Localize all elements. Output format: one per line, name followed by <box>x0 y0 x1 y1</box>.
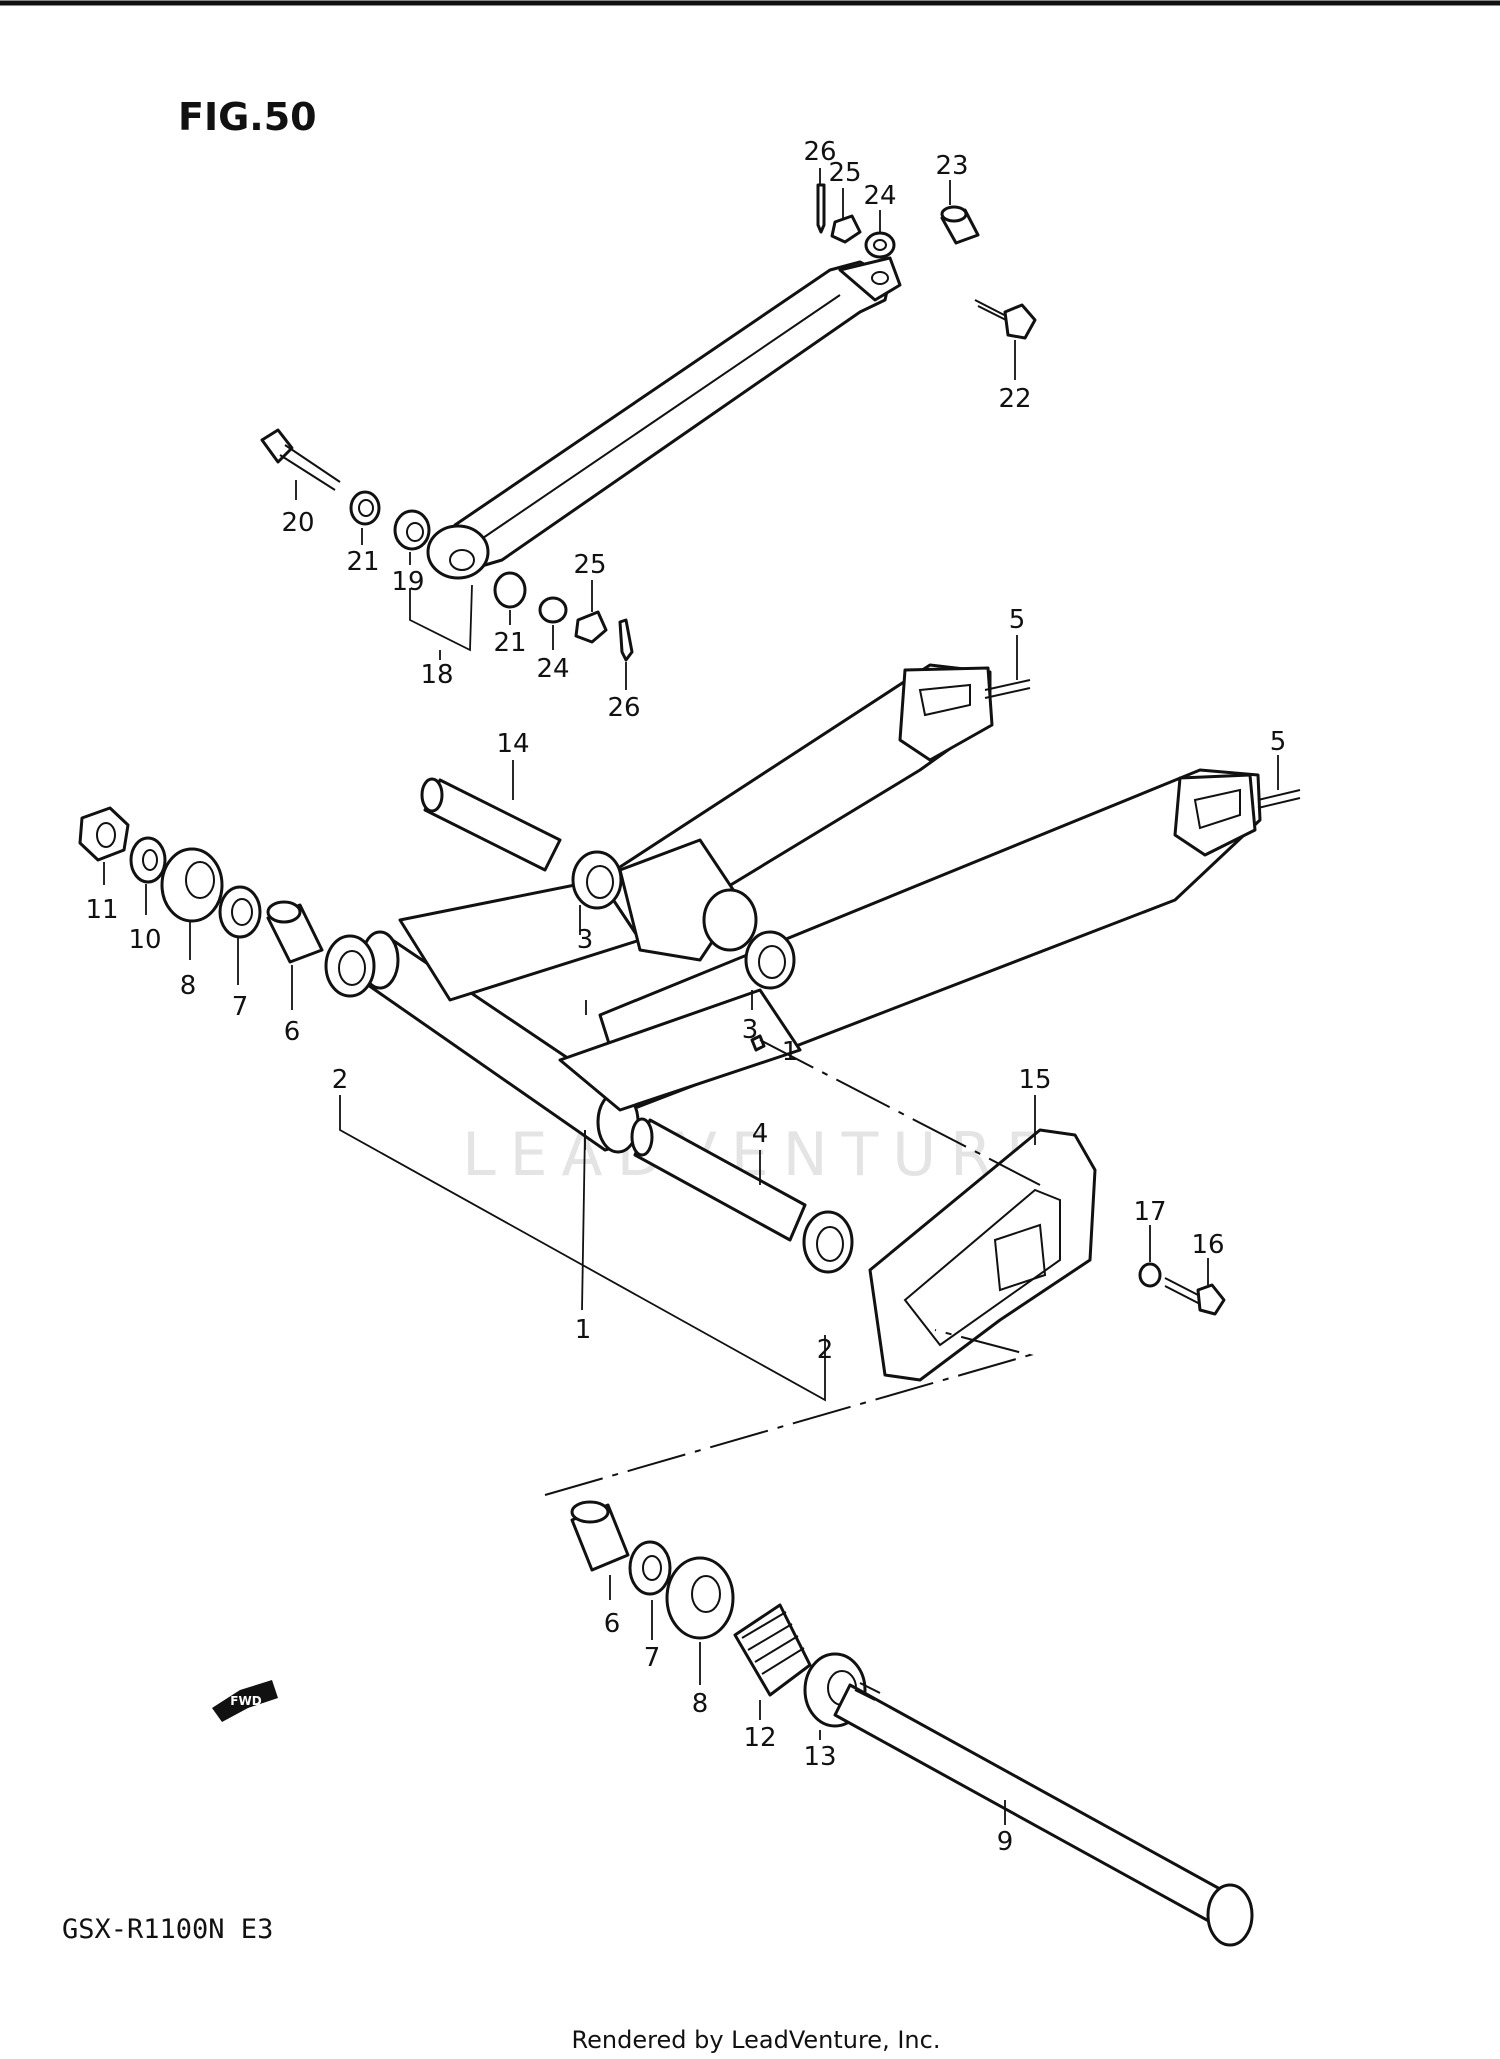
part-2-bearing <box>324 934 376 998</box>
callout-5: 5 <box>1009 605 1026 635</box>
callout-14: 14 <box>496 729 529 759</box>
part-3-bearing-2 <box>744 930 796 990</box>
callout-13: 13 <box>803 1742 836 1772</box>
callout-21: 21 <box>346 547 379 577</box>
callout-12: 12 <box>743 1723 776 1753</box>
part-5-adjuster-bolt-2 <box>1257 789 1301 809</box>
callout-20: 20 <box>281 508 314 538</box>
part-6-collar <box>266 900 324 964</box>
callout-16: 16 <box>1191 1230 1224 1260</box>
callout-19: 19 <box>391 567 424 597</box>
part-17-collar <box>1138 1262 1162 1288</box>
part-20-bolt <box>260 428 341 491</box>
callout-9: 9 <box>997 1827 1014 1857</box>
callout-1: 1 <box>575 1315 592 1345</box>
callout-3: 3 <box>577 925 594 955</box>
part-3-bearing <box>571 850 623 910</box>
part-21-collar-lower <box>493 571 527 609</box>
part-26-cotter-pin-lower <box>618 618 634 662</box>
torque-rod-group <box>260 183 1037 662</box>
part-8-dust-seal-lower <box>665 1556 735 1640</box>
part-14-spacer <box>420 777 562 872</box>
callout-26: 26 <box>803 137 836 167</box>
pivot-shaft-group <box>570 1500 1254 1947</box>
part-6-collar-lower <box>570 1500 630 1572</box>
part-19-bushing <box>393 509 431 551</box>
part-21-collar <box>349 490 381 526</box>
torque-rod <box>453 260 892 570</box>
part-5-adjuster-bolt <box>984 679 1031 699</box>
callout-17: 17 <box>1133 1197 1166 1227</box>
callout-24-lower: 24 <box>536 654 569 684</box>
callout-26-lower: 26 <box>607 693 640 723</box>
part-12-threaded-collar <box>733 1603 812 1697</box>
part-7-washer-lower <box>628 1540 672 1596</box>
part-26-cotter-pin <box>816 183 826 234</box>
figure-title: FIG.50 <box>178 95 317 139</box>
part-10-washer <box>129 836 167 884</box>
callout-2: 2 <box>332 1065 349 1095</box>
callout-25: 25 <box>828 158 861 188</box>
callout-6: 6 <box>284 1017 301 1047</box>
callout-23: 23 <box>935 151 968 181</box>
part-7-washer <box>218 885 262 939</box>
part-8-dust-seal <box>160 847 224 923</box>
leader-lines <box>103 168 1279 1825</box>
part-24-washer-lower <box>538 596 568 624</box>
rod-clevis-upper <box>838 256 902 302</box>
part-2-bearing-right <box>802 1210 854 1274</box>
part-24-washer <box>864 231 896 259</box>
fwd-arrow-icon: FWD <box>212 1680 278 1722</box>
callout-10: 10 <box>128 925 161 955</box>
part-22-bolt <box>974 299 1037 340</box>
callout-1-nipple: 1 <box>782 1037 799 1067</box>
callout-4: 4 <box>752 1119 769 1149</box>
part-23-sleeve <box>940 205 980 245</box>
part-11-nut <box>78 806 130 862</box>
callout-15: 15 <box>1018 1065 1051 1095</box>
callout-5-right: 5 <box>1270 727 1287 757</box>
part-16-bolt <box>1164 1277 1226 1316</box>
callout-3-right: 3 <box>742 1015 759 1045</box>
callout-22: 22 <box>998 384 1031 414</box>
callout-24: 24 <box>863 181 896 211</box>
callout-21-lower: 21 <box>493 628 526 658</box>
part-9-pivot-shaft <box>833 1682 1254 1947</box>
part-25-castle-nut-lower <box>574 610 608 644</box>
callout-2-right: 2 <box>817 1335 834 1365</box>
callout-8-lower: 8 <box>692 1689 709 1719</box>
callouts: 26 25 24 23 22 20 21 19 18 21 24 25 26 5… <box>85 137 1286 1857</box>
callout-7: 7 <box>232 992 249 1022</box>
callout-25-lower: 25 <box>573 550 606 580</box>
callout-18: 18 <box>420 660 453 690</box>
part-4-spacer <box>630 1117 807 1242</box>
fwd-label: FWD <box>230 1694 261 1708</box>
callout-8: 8 <box>180 971 197 1001</box>
part-25-castle-nut <box>830 214 862 244</box>
callout-11: 11 <box>85 895 118 925</box>
footer-credit: Rendered by LeadVenture, Inc. <box>572 2026 941 2054</box>
callout-6-lower: 6 <box>604 1609 621 1639</box>
model-code: GSX-R1100N E3 <box>62 1914 273 1945</box>
callout-7-lower: 7 <box>644 1643 661 1673</box>
swingarm-group <box>78 663 1301 1382</box>
